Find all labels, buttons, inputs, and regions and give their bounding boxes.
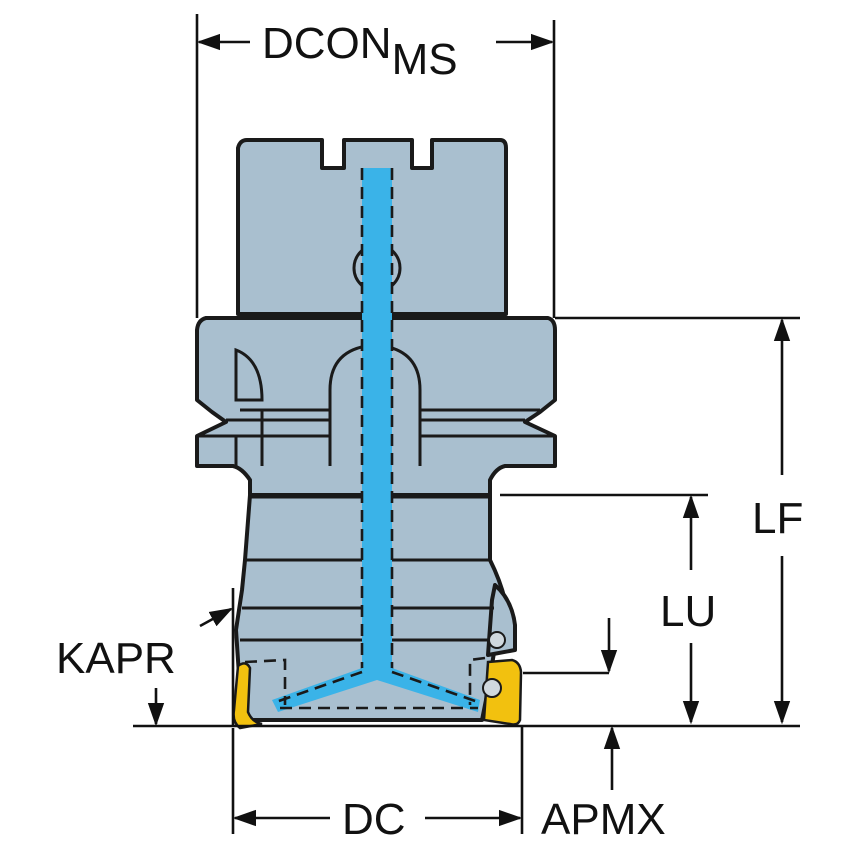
right-insert xyxy=(482,658,523,726)
label-dcon: DCONMS xyxy=(262,19,458,84)
insert-screw xyxy=(482,678,502,698)
label-apmx: APMX xyxy=(541,795,666,844)
coolant-channel xyxy=(244,168,486,712)
dimension-lines xyxy=(133,14,800,834)
label-dc: DC xyxy=(342,795,406,844)
label-lf: LF xyxy=(752,494,803,543)
label-lu: LU xyxy=(660,587,716,636)
pocket-screw xyxy=(488,631,506,649)
label-kapr: KAPR xyxy=(56,634,176,683)
